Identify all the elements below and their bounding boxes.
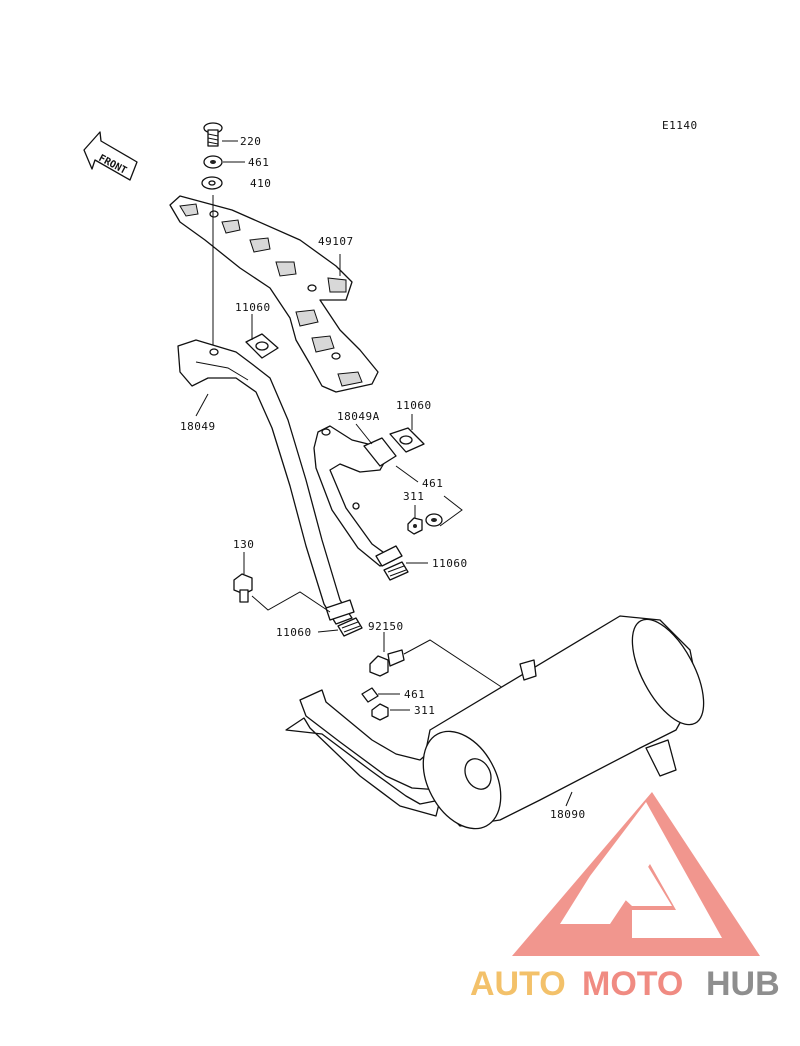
label-49107: 49107 [318,235,354,248]
label-461-top: 461 [248,156,269,169]
gasket-11060-a [245,333,279,359]
bolt-92150 [369,649,405,677]
label-11060-a: 11060 [235,301,271,314]
watermark-auto: AUTO [470,965,566,1003]
front-arrow-icon: FRONT [83,131,138,181]
gasket-11060-c [383,561,409,581]
exhaust-pipe-18049 [177,339,355,625]
washer-461-mid [425,513,443,527]
label-18090: 18090 [550,808,586,821]
label-11060-c: 11060 [432,557,468,570]
label-410: 410 [250,177,271,190]
washer-461-low [361,687,379,703]
label-18049A: 18049A [337,410,380,423]
label-311-low: 311 [414,704,435,717]
washer-461-top [203,155,223,169]
label-11060-d: 11060 [276,626,312,639]
automotohub-logo [512,792,760,956]
gasket-11060-d [337,617,363,637]
label-461-low: 461 [404,688,425,701]
label-92150: 92150 [368,620,404,633]
heat-shield-49107 [169,195,379,393]
label-461-mid: 461 [422,477,443,490]
automotohub-wordmark: AUTO MOTO HUB [470,965,780,1003]
muffler-18090 [285,615,705,830]
label-18049: 18049 [180,420,216,433]
label-311-mid: 311 [403,490,424,503]
gasket-11060-b [389,427,425,453]
watermark-hub: HUB [706,965,780,1003]
bolt-220 [203,122,223,147]
watermark-moto: MOTO [582,965,683,1003]
diagram-code: E1140 [662,119,698,132]
exhaust-pipe-18049A [313,425,403,567]
washer-410 [201,176,223,190]
label-130: 130 [233,538,254,551]
label-220: 220 [240,135,261,148]
bolt-130 [233,573,253,603]
nut-311-mid [407,517,423,535]
nut-311-low [371,703,389,721]
label-11060-b: 11060 [396,399,432,412]
